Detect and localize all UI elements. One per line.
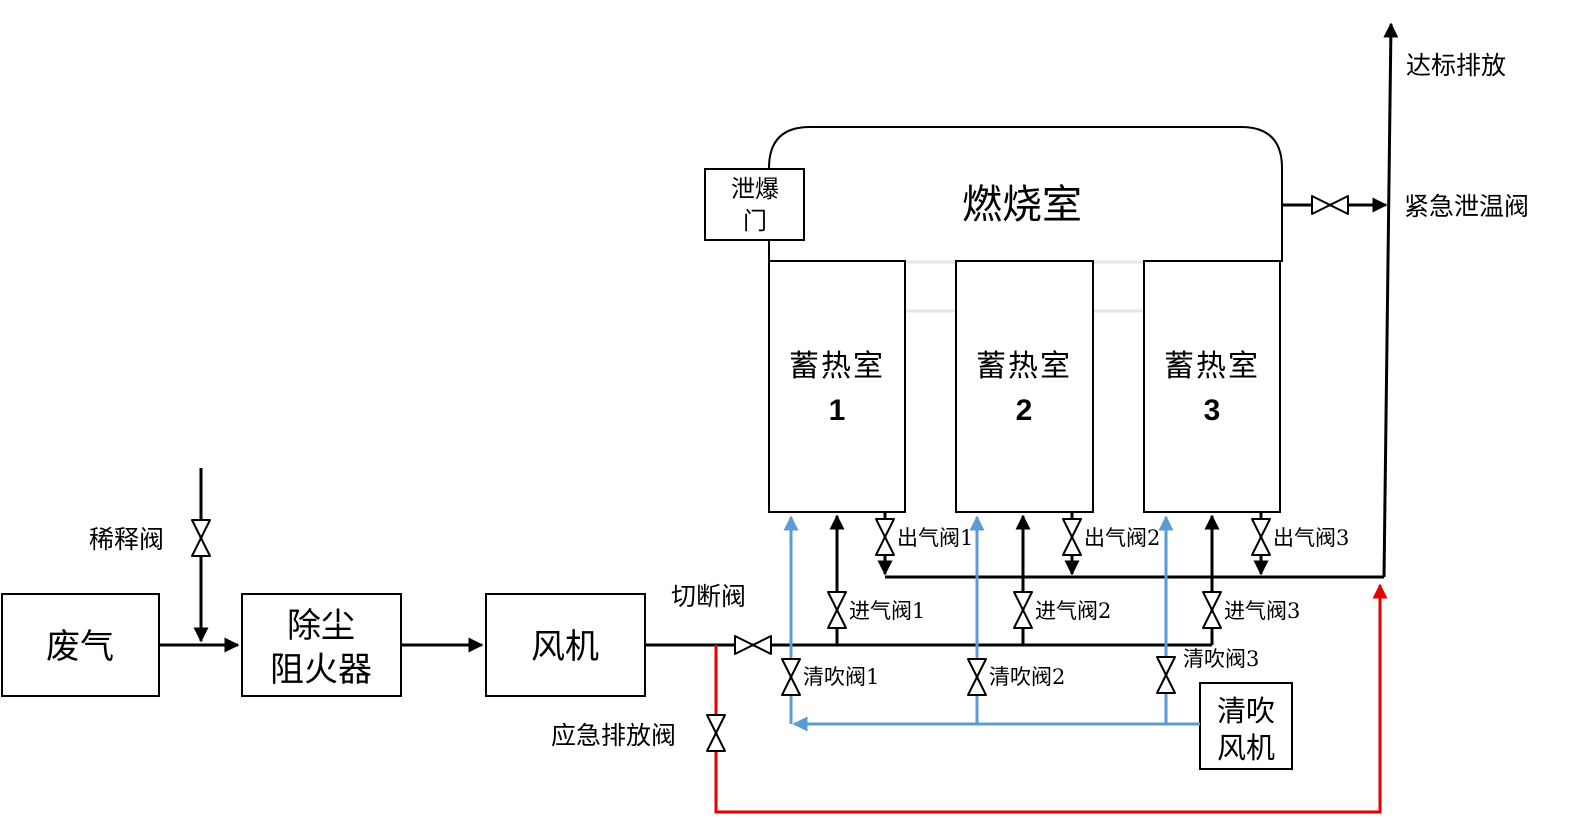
purge-valve-2-icon[interactable] <box>967 658 987 696</box>
purge-valve-3-icon[interactable] <box>1156 656 1176 694</box>
purge-valve-1-label: 清吹阀1 <box>803 665 879 689</box>
outlet-valve-2-label: 出气阀2 <box>1084 526 1160 550</box>
chamber-2-label: 蓄热室 <box>976 349 1072 384</box>
compliant-discharge-label: 达标排放 <box>1406 51 1506 80</box>
chamber-3-number: 3 <box>1204 394 1221 427</box>
purge-fan-box <box>1199 682 1293 770</box>
dilution-valve-label: 稀释阀 <box>89 525 164 554</box>
fan-label: 风机 <box>531 627 599 667</box>
explosion-door-label-line1: 泄爆 <box>731 175 779 203</box>
waste-gas-label: 废气 <box>46 627 114 667</box>
emergency-discharge-valve-icon[interactable] <box>706 714 726 752</box>
regenerative-chamber-2 <box>955 260 1094 513</box>
cutoff-valve-label: 切断阀 <box>671 582 746 611</box>
exhaust-stack <box>1382 22 1399 578</box>
inlet-valve-3-label: 进气阀3 <box>1224 599 1300 623</box>
cutoff-valve-icon[interactable] <box>734 635 772 655</box>
purge-valve-1-icon[interactable] <box>781 658 801 696</box>
chamber-1-number: 1 <box>829 394 846 427</box>
outlet-valve-3-label: 出气阀3 <box>1273 526 1349 550</box>
chamber-2-number: 2 <box>1016 394 1033 427</box>
dilution-valve-icon[interactable] <box>191 519 211 557</box>
outlet-valve-1-label: 出气阀1 <box>897 526 973 550</box>
fan-box <box>485 593 646 697</box>
inlet-valve-3-icon[interactable] <box>1202 591 1222 629</box>
chamber-1-label: 蓄热室 <box>789 349 885 384</box>
chamber-3-label: 蓄热室 <box>1164 349 1260 384</box>
inlet-valve-1-icon[interactable] <box>827 591 847 629</box>
inlet-valve-2-icon[interactable] <box>1013 591 1033 629</box>
explosion-door-box <box>704 168 805 241</box>
dust-arrester-box <box>241 593 402 697</box>
outlet-valve-1-icon[interactable] <box>875 518 895 556</box>
outlet-valve-3-icon[interactable] <box>1251 518 1271 556</box>
purge-valve-3-label: 清吹阀3 <box>1183 647 1259 671</box>
dust-arrester-label-line2: 阻火器 <box>270 650 372 690</box>
inlet-valve-2-label: 进气阀2 <box>1035 599 1111 623</box>
temp-relief-valve-label: 紧急泄温阀 <box>1404 192 1529 221</box>
temp-relief-valve-icon[interactable] <box>1311 195 1349 215</box>
waste-gas-box <box>1 593 160 697</box>
purge-fan-label-line2: 风机 <box>1217 731 1275 765</box>
emergency-discharge-valve-label: 应急排放阀 <box>551 721 676 750</box>
regenerative-chamber-1 <box>768 260 906 513</box>
combustion-chamber-label: 燃烧室 <box>962 182 1082 228</box>
regenerative-chamber-3 <box>1143 260 1281 513</box>
combustion-chamber-outline <box>768 126 1283 262</box>
explosion-door-label-line2: 门 <box>743 207 767 235</box>
outlet-valve-2-icon[interactable] <box>1062 518 1082 556</box>
inlet-valve-1-label: 进气阀1 <box>849 599 925 623</box>
dust-arrester-label-line1: 除尘 <box>287 606 355 646</box>
purge-fan-label-line1: 清吹 <box>1217 694 1275 728</box>
purge-valve-2-label: 清吹阀2 <box>989 665 1065 689</box>
